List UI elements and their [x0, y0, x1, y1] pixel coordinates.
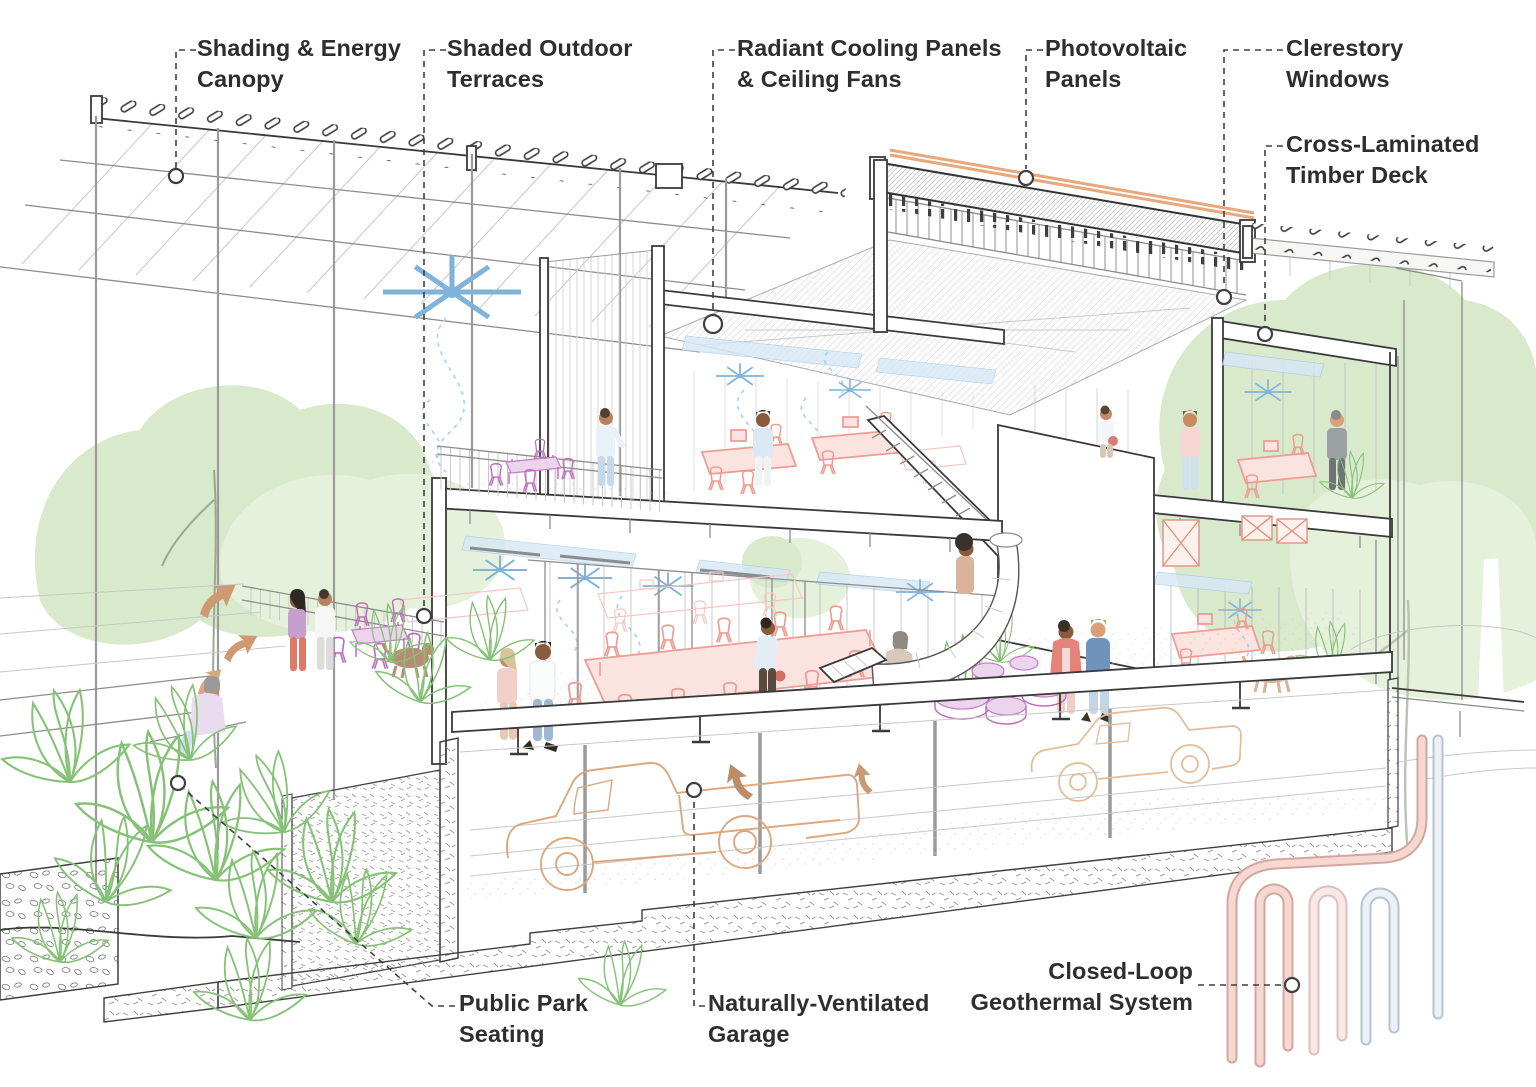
label-line: Radiant Cooling Panels — [737, 35, 1002, 61]
person-park-purple — [288, 589, 306, 671]
storage-boxes — [1162, 515, 1308, 567]
person-L3-gray — [1327, 410, 1347, 490]
label-line: Terraces — [447, 66, 545, 92]
leader-public-park — [183, 788, 455, 1007]
label-clerestory-windows: Clerestory Windows — [1286, 33, 1403, 95]
leader-photovoltaic — [1025, 49, 1043, 169]
leader-radiant-cooling — [712, 49, 735, 314]
public-park — [0, 574, 672, 1022]
person-upper-walking — [753, 409, 773, 486]
label-line: Shading & Energy — [197, 35, 401, 61]
airflow-arrow-garage — [720, 759, 757, 806]
radiant-panels-L3 — [1221, 351, 1325, 378]
label-line: Canopy — [197, 66, 284, 92]
label-public-park-seating: Public Park Seating — [459, 988, 588, 1050]
pickup-truck — [505, 761, 860, 891]
label-line: Cross-Laminated — [1286, 131, 1480, 157]
label-line: Panels — [1045, 66, 1122, 92]
spiral-stair — [818, 532, 1023, 694]
label-shaded-outdoor-terraces: Shaded Outdoor Terraces — [447, 33, 632, 95]
person-park-white — [315, 589, 335, 670]
label-shading-energy-canopy: Shading & Energy Canopy — [197, 33, 401, 95]
label-line: Clerestory — [1286, 35, 1404, 61]
label-line: Garage — [708, 1021, 790, 1047]
person-upper-mid-bag — [1098, 405, 1118, 458]
desk-cluster-L3 — [1236, 433, 1318, 499]
radiant-panels-L2-right — [1153, 571, 1253, 595]
terrace-table-set-park — [329, 598, 423, 670]
ground-slab — [451, 651, 1393, 756]
person-upper-pink-walker — [1180, 410, 1200, 490]
geothermal-loops — [1226, 734, 1444, 1068]
label-geothermal-system: Closed-Loop Geothermal System — [971, 956, 1193, 1018]
person-terrace-upper — [596, 408, 625, 486]
sedan-car — [1030, 707, 1242, 802]
label-line: Closed-Loop — [1048, 958, 1193, 984]
label-naturally-ventilated-garage: Naturally-Ventilated Garage — [708, 988, 929, 1050]
label-line: Public Park — [459, 990, 589, 1016]
label-line: Naturally-Ventilated — [708, 990, 930, 1016]
label-line: Timber Deck — [1286, 162, 1428, 188]
leader-shaded-terraces — [423, 49, 446, 608]
label-line: & Ceiling Fans — [737, 66, 902, 92]
label-line: Photovoltaic — [1045, 35, 1188, 61]
label-line: Shaded Outdoor — [447, 35, 633, 61]
terrace-table-set-upper — [488, 438, 575, 493]
label-photovoltaic-panels: Photovoltaic Panels — [1045, 33, 1187, 95]
upper-floor — [431, 159, 1016, 765]
leader-lines — [167, 49, 1301, 1007]
label-radiant-cooling-panels: Radiant Cooling Panels & Ceiling Fans — [737, 33, 1002, 95]
label-line: Seating — [459, 1021, 545, 1047]
garage — [103, 677, 1399, 1023]
label-line: Geothermal System — [970, 989, 1193, 1015]
leader-clerestory — [1223, 49, 1283, 288]
leader-garage — [693, 798, 705, 1007]
person-on-stair — [955, 533, 974, 594]
label-line: Windows — [1286, 66, 1390, 92]
label-clt-deck: Cross-Laminated Timber Deck — [1286, 129, 1479, 191]
leader-clt-deck — [1264, 145, 1283, 325]
